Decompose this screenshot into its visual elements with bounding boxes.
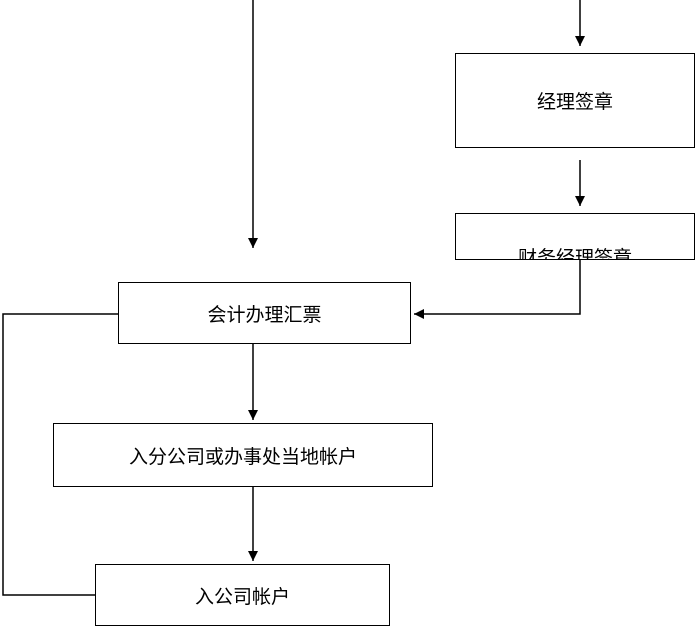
- node-manager-sign-label: 经理签章: [536, 91, 613, 113]
- node-branch-account: 入分公司或办事处当地帐户: [53, 423, 433, 487]
- node-company-account: 入公司帐户: [95, 564, 390, 626]
- node-manager-sign: 经理签章: [455, 53, 695, 148]
- node-accounting-draft: 会计办理汇票: [118, 282, 411, 344]
- node-finance-manager-sign: 财务经理签章: [455, 213, 695, 260]
- node-branch-account-label: 入分公司或办事处当地帐户: [128, 445, 357, 468]
- node-company-account-label: 入公司帐户: [194, 585, 290, 608]
- node-finance-manager-sign-label: 财务经理签章: [517, 247, 632, 260]
- edge-accounting-to-company-loop: [2, 313, 118, 596]
- node-accounting-draft-label: 会计办理汇票: [207, 303, 322, 326]
- edge-finance-to-accounting: [414, 260, 581, 319]
